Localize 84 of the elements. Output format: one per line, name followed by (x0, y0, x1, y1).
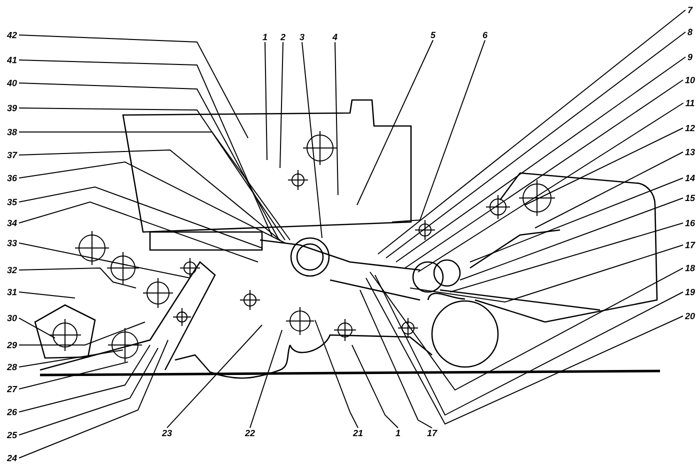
leader-line (18, 161, 286, 244)
leader-line (18, 108, 286, 240)
callout-number: 15 (685, 194, 696, 202)
callout-number: 18 (685, 264, 695, 272)
leader-line (18, 186, 262, 248)
callout-number: 4 (332, 34, 338, 40)
leader-line (450, 222, 684, 292)
callout-number: 32 (7, 266, 17, 274)
callout-number: 26 (6, 408, 18, 416)
callout-number: 2 (280, 34, 286, 40)
callout-number: 9 (688, 54, 692, 60)
leader-line (18, 34, 248, 138)
leader-line (18, 82, 278, 238)
callout-number: 6 (482, 32, 488, 38)
callout-number: 3 (300, 34, 304, 40)
callout-number: 38 (7, 128, 17, 136)
leader-line (404, 80, 684, 268)
callout-number: 24 (6, 454, 17, 462)
callout-number: 41 (6, 56, 17, 64)
leader-line (18, 344, 150, 412)
callout-number: 1 (396, 430, 400, 436)
callout-number: 25 (6, 432, 18, 438)
callout-number: 27 (6, 386, 18, 392)
callout-number: 20 (684, 312, 695, 320)
callout-number: 17 (685, 242, 696, 248)
leader-line (356, 40, 434, 206)
leader-line (18, 318, 56, 338)
callout-number: 28 (6, 364, 17, 370)
callout-number: 39 (7, 104, 17, 112)
callout-number: 7 (688, 6, 693, 14)
leader-line (18, 132, 290, 240)
leader-line (18, 242, 190, 278)
leader-line (314, 320, 358, 428)
leader-line (18, 268, 136, 288)
callout-number: 19 (685, 288, 695, 296)
callout-number: 17 (427, 430, 438, 436)
callout-number: 8 (688, 28, 692, 36)
leader-line (410, 244, 684, 303)
leader-line (534, 152, 684, 228)
leader-line (470, 178, 684, 262)
callout-number: 36 (7, 174, 18, 182)
callout-number: 22 (244, 430, 255, 436)
callout-number: 5 (430, 32, 436, 38)
leader-line (18, 292, 76, 298)
leader-line (18, 201, 258, 262)
leader-line (264, 42, 268, 160)
callout-number: 35 (7, 198, 18, 206)
leader-line (334, 42, 338, 196)
callout-number: 1 (262, 34, 268, 40)
leader-line (524, 128, 684, 206)
callout-number: 16 (685, 220, 696, 226)
callout-number: 30 (7, 314, 17, 322)
callout-number: 21 (352, 430, 363, 436)
callout-number: 40 (6, 80, 17, 86)
leader-line (418, 102, 684, 272)
callout-number: 11 (685, 100, 694, 106)
callout-number: 12 (685, 124, 695, 132)
leader-line (18, 350, 124, 368)
callout-number: 23 (162, 430, 172, 436)
callout-number: 10 (685, 76, 695, 84)
leader-line (280, 42, 284, 168)
leader-line (166, 324, 262, 428)
callout-number: 34 (7, 220, 17, 226)
leader-line (392, 40, 486, 222)
callout-number: 13 (685, 148, 695, 156)
leader-line (18, 322, 146, 346)
leader-line (360, 290, 432, 428)
leader-line (18, 362, 128, 390)
leader-line (18, 340, 168, 458)
leader-line (352, 344, 398, 428)
callout-number: 33 (7, 240, 17, 246)
callout-number: 29 (6, 342, 17, 348)
leader-line (18, 348, 158, 436)
callout-number: 42 (6, 32, 17, 38)
callout-number: 31 (7, 288, 17, 296)
leader-line (18, 60, 272, 236)
leader-line (396, 56, 686, 262)
leader-line (460, 198, 684, 280)
leader-line (18, 150, 280, 240)
callout-number: 14 (685, 174, 695, 182)
callout-number: 37 (7, 152, 18, 158)
leader-line (250, 330, 282, 428)
leader-line (302, 42, 322, 238)
leader-line (370, 268, 684, 391)
